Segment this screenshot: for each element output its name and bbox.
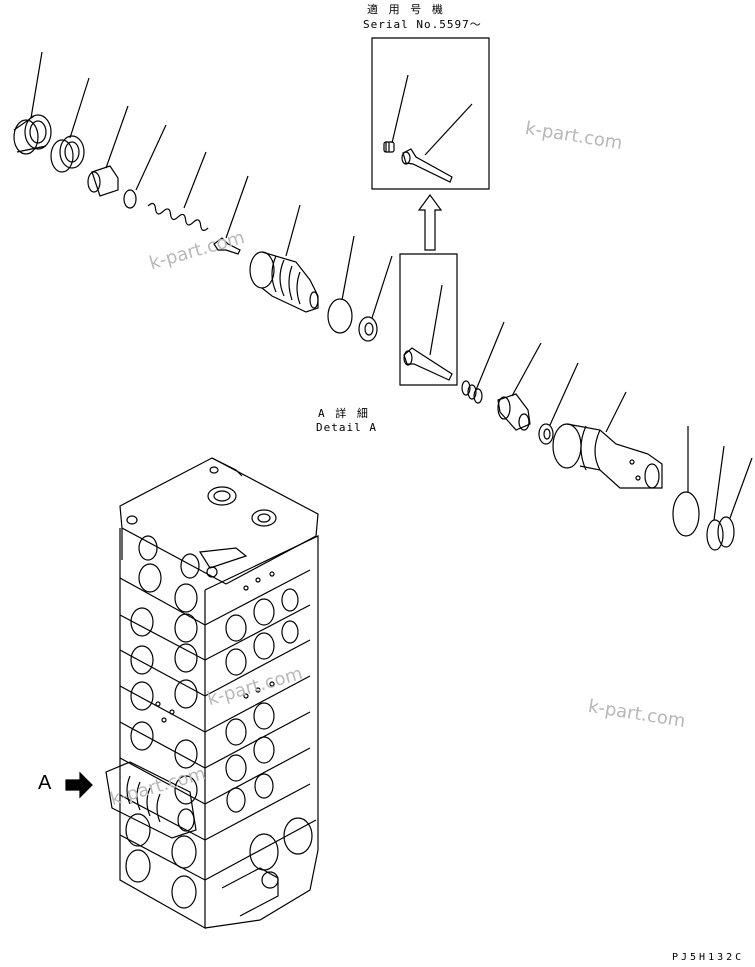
part-washer-1 (359, 256, 392, 341)
part-spring (147, 152, 210, 232)
part-washer-2 (539, 363, 578, 444)
part-piston (498, 343, 541, 430)
serial-inset-box (372, 38, 489, 189)
detail-label-jp: A 詳 細 (318, 407, 370, 420)
upper-parts-chain (14, 52, 392, 341)
part-main-body-1 (250, 205, 318, 312)
inset-pin (402, 104, 472, 182)
part-o-ring-1 (124, 125, 166, 208)
spool-cap-a (106, 762, 196, 838)
up-arrow (419, 195, 441, 250)
part-nut-1 (14, 52, 51, 154)
control-valve-assembly (106, 458, 318, 928)
part-small-pin (214, 176, 248, 254)
serial-number: Serial No.5597～ (363, 18, 482, 31)
inset-small-plug (384, 75, 408, 152)
drawing-code: PJ5H132C (672, 952, 745, 963)
part-small-spring-rings (462, 322, 504, 403)
part-o-ring-3 (673, 426, 699, 536)
detail-a-box (400, 254, 457, 385)
view-a-arrow (66, 773, 92, 797)
part-plug-1 (88, 106, 128, 196)
part-backup-ring (707, 446, 752, 550)
part-main-body-2 (553, 392, 662, 488)
serial-title-jp: 適 用 号 機 (367, 3, 445, 16)
part-ring-1 (51, 78, 89, 172)
lower-parts-chain (462, 322, 752, 550)
view-marker-label: A (38, 772, 52, 794)
detail-label-en: Detail A (316, 421, 377, 434)
part-o-ring-2 (328, 236, 354, 333)
